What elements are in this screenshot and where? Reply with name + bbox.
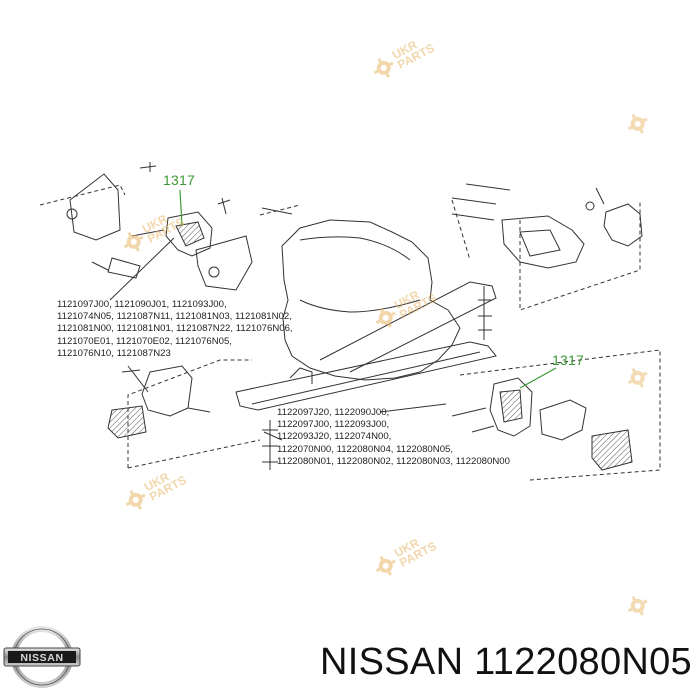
part-number-line: 1122070N00, 1122080N04, 1122080N05, <box>277 443 454 455</box>
mount-right-lower <box>489 377 533 437</box>
link-left <box>91 257 141 279</box>
dashed-frame-left-bottom <box>127 439 261 469</box>
part-number-line: 1121076N10, 1121087N23 <box>57 347 171 359</box>
engine-block-detail <box>299 299 421 313</box>
engine-block-detail <box>299 236 411 261</box>
bolt-left-4 <box>217 197 231 215</box>
gear-icon <box>627 113 648 134</box>
mount-right-lower-block <box>591 429 633 471</box>
leader-left-list <box>109 237 175 301</box>
callout-leader-left <box>179 189 183 227</box>
dashed-frame-left-upper <box>39 184 126 206</box>
bolt-left-2 <box>208 266 220 278</box>
part-number-line: 1122097J00, 1122093J00, <box>277 419 390 431</box>
callout-label: 1317 <box>552 352 584 368</box>
bracket-right-lower <box>539 399 587 441</box>
part-number-list-right: 1122097J20, 1122090J00, 1122097J00, 1122… <box>277 407 510 468</box>
leader-left-list-2 <box>127 365 149 393</box>
crossmember-rib <box>251 351 481 405</box>
callout-label: 1317 <box>163 172 195 188</box>
dashed-frame-right-lower <box>459 349 661 481</box>
gear-icon <box>375 555 396 576</box>
gear-icon <box>125 489 146 510</box>
gear-icon <box>627 595 648 616</box>
part-number-line: 1121070E01, 1121070E02, 1121076N05, <box>57 335 232 347</box>
product-title: NISSAN 1122080N05 <box>320 641 692 683</box>
mount-right-upper <box>501 215 585 269</box>
bolt-left-1 <box>66 208 78 220</box>
dashed-guide-2 <box>451 199 471 261</box>
mount-left-upper-inner <box>175 221 205 247</box>
gear-icon <box>123 231 144 252</box>
watermark-partial <box>623 109 653 139</box>
gear-icon <box>627 367 648 388</box>
bracket-left-mid <box>195 235 253 291</box>
nissan-logo: NISSAN <box>3 626 81 688</box>
watermark-partial <box>623 363 653 393</box>
leader-right-list-2 <box>263 431 283 441</box>
mount-left-lower-block <box>107 405 147 439</box>
part-number-line: 1122093J20, 1122074N00, <box>277 431 392 443</box>
leader-right-list <box>379 403 447 413</box>
mount-left-lower <box>141 365 193 417</box>
watermark-partial <box>623 591 653 621</box>
mount-right-lower-inner <box>499 389 523 423</box>
bracket-left-upper <box>69 173 121 241</box>
dashed-frame-right-upper <box>519 200 641 311</box>
bolts-right-upper <box>451 183 511 221</box>
mount-right-upper-inner <box>519 229 561 257</box>
bolt-left-lower <box>121 369 211 413</box>
gear-icon <box>375 307 396 328</box>
center-stack <box>478 286 492 340</box>
bolt-left-6 <box>131 229 165 237</box>
part-number-line: 1122080N01, 1122080N02, 1122080N03, 1122… <box>277 455 510 467</box>
bolt-left-3 <box>139 162 157 172</box>
bolts-right-lower <box>451 407 495 433</box>
mount-left-upper <box>165 211 213 257</box>
engine-block-outline <box>281 219 461 381</box>
washer-right <box>585 201 595 211</box>
part-number-line: 1122097J20, 1122090J00, <box>277 407 390 418</box>
part-number-line: 1121097J00, 1121090J01, 1121093J00, <box>57 299 227 310</box>
dashed-guide-1 <box>259 204 301 216</box>
part-number-line: 1121074N05, 1121087N11, 1121081N03, 1121… <box>57 311 292 323</box>
gear-icon <box>373 57 394 78</box>
lower-stack <box>262 420 278 470</box>
mount-right-cylinder <box>603 203 643 247</box>
bolt-right-upper-2 <box>595 187 605 205</box>
logo-text: NISSAN <box>20 652 63 664</box>
bolt-left-5 <box>261 207 293 215</box>
crossmember <box>235 341 497 411</box>
callout-leader-right <box>519 367 557 389</box>
crossmember-rib <box>289 367 313 384</box>
part-number-line: 1121081N00, 1121081N01, 1121087N22, 1121… <box>57 323 293 335</box>
part-number-list-left: 1121097J00, 1121090J01, 1121093J00, 1121… <box>57 299 293 360</box>
crossmember-arm <box>319 281 497 373</box>
